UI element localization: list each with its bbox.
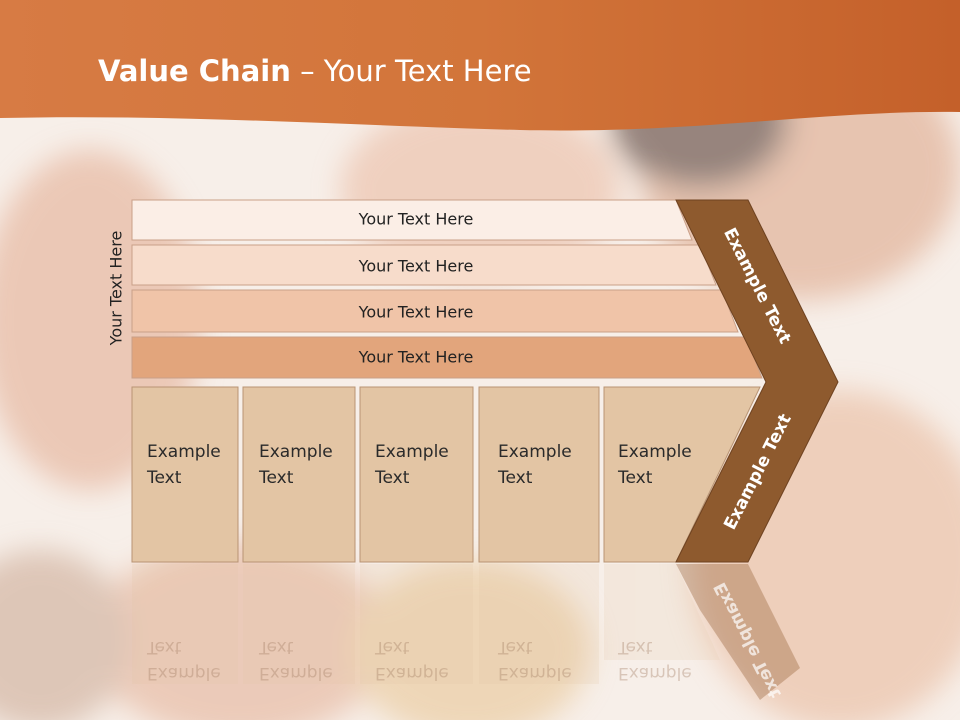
header-band bbox=[0, 0, 960, 131]
box-4-line2: Text bbox=[498, 468, 533, 488]
box-5-line1: Example bbox=[618, 442, 692, 462]
box-3 bbox=[359, 386, 474, 563]
box-1-line1: Example bbox=[147, 442, 221, 462]
box-5-line2: Text bbox=[618, 468, 653, 488]
box-1 bbox=[131, 386, 239, 563]
box-2-line2: Text bbox=[259, 468, 294, 488]
row-label-4: Your Text Here bbox=[358, 347, 474, 367]
box-4-line1: Example bbox=[498, 442, 572, 462]
box-2 bbox=[242, 386, 356, 563]
side-label: Your Text Here bbox=[106, 230, 126, 346]
row-label-1: Your Text Here bbox=[358, 209, 474, 229]
box-4 bbox=[478, 386, 600, 563]
row-bar-4 bbox=[131, 336, 763, 379]
page-title: Value Chain – Your Text Here bbox=[98, 54, 532, 88]
title-bold: Value Chain bbox=[98, 54, 291, 88]
box-1-line2: Text bbox=[147, 468, 182, 488]
box-2-line1: Example bbox=[259, 442, 333, 462]
box-3-line1: Example bbox=[375, 442, 449, 462]
row-label-2: Your Text Here bbox=[358, 256, 474, 276]
row-bar-2 bbox=[131, 244, 717, 286]
box-3-line2: Text bbox=[375, 468, 410, 488]
row-bar-1 bbox=[131, 199, 693, 241]
row-bar-3 bbox=[131, 289, 739, 333]
title-rest: – Your Text Here bbox=[290, 54, 532, 88]
chevron-arrow bbox=[675, 199, 839, 563]
row-label-3: Your Text Here bbox=[358, 302, 474, 322]
